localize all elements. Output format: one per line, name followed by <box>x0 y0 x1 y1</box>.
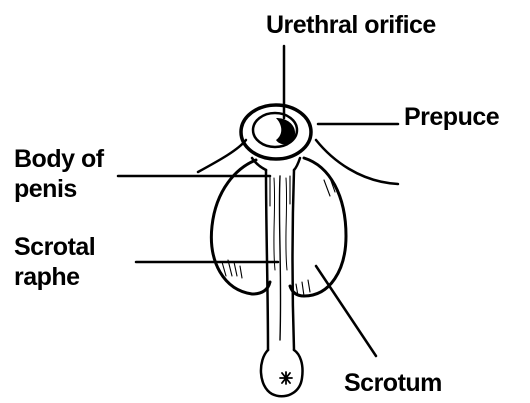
scrotum-left-sac <box>211 160 270 294</box>
penis-shaft-left <box>266 170 268 350</box>
label-scrotal-raphe-line2: raphe <box>14 262 95 292</box>
scrotal-raphe-line <box>279 176 280 340</box>
penis-shaft-right <box>293 170 295 350</box>
skin-fold-hatching <box>222 176 335 296</box>
label-urethral-orifice: Urethral orifice <box>266 10 436 40</box>
urethral-orifice-shading <box>276 118 295 144</box>
label-prepuce: Prepuce <box>404 102 499 132</box>
glans-meatus-mark <box>280 372 292 384</box>
label-scrotum-text: Scrotum <box>344 368 442 398</box>
label-scrotal-raphe: Scrotal raphe <box>14 232 95 292</box>
label-body-of-penis-line1: Body of <box>14 144 104 174</box>
body-surface-outline <box>198 140 246 172</box>
label-body-of-penis: Body of penis <box>14 144 104 204</box>
label-urethral-orifice-text: Urethral orifice <box>266 10 436 40</box>
leader-scrotum <box>316 266 376 356</box>
label-prepuce-text: Prepuce <box>404 102 499 132</box>
label-scrotal-raphe-line1: Scrotal <box>14 232 95 262</box>
label-body-of-penis-line2: penis <box>14 174 104 204</box>
label-scrotum: Scrotum <box>344 368 442 398</box>
scrotum-right-sac <box>290 158 346 296</box>
